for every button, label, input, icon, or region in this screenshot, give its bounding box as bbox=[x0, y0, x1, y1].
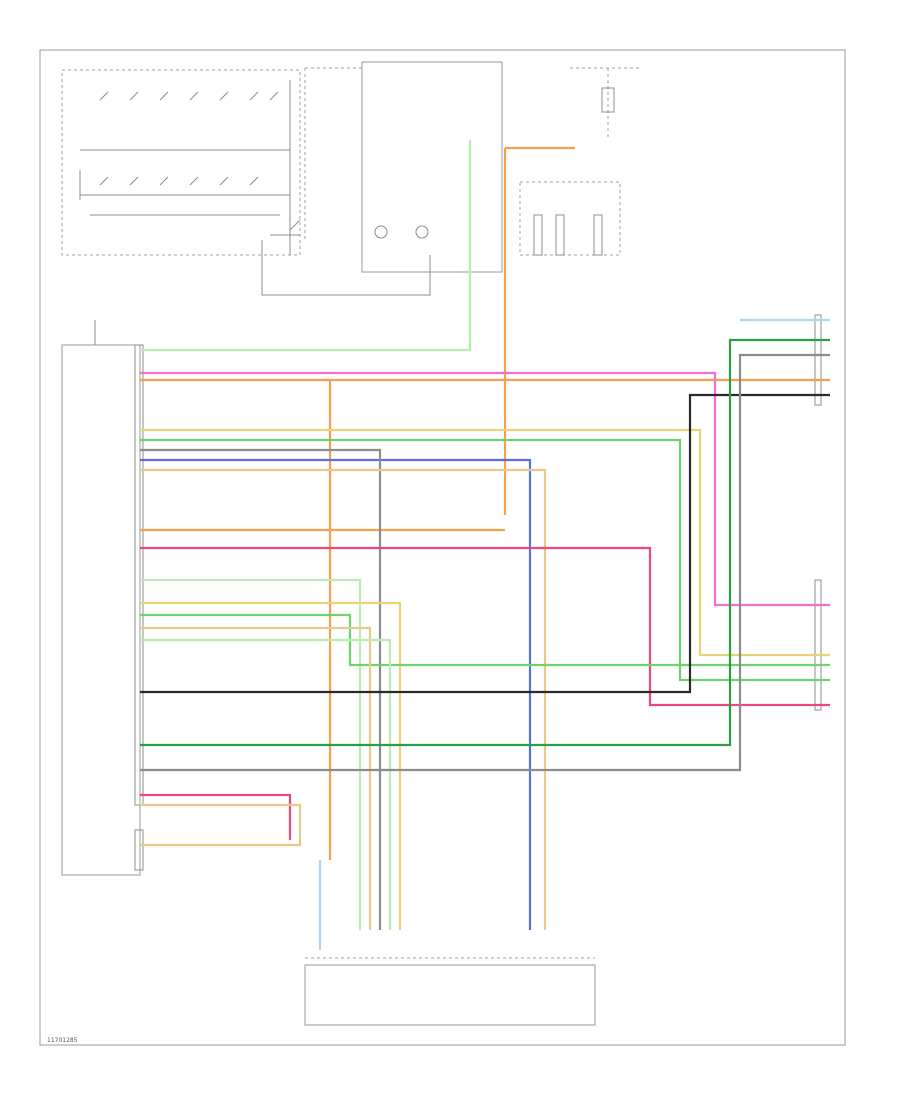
wire-tan-2 bbox=[140, 626, 372, 930]
wire-yellow-2 bbox=[140, 601, 402, 930]
wire-tan-1 bbox=[140, 468, 547, 930]
steering-wheel-controls-block bbox=[61, 69, 431, 296]
wire-orange-power bbox=[140, 146, 830, 860]
wire-hot-pink-2 bbox=[140, 793, 292, 840]
wire-green-1 bbox=[140, 438, 830, 682]
wire-tan-3 bbox=[140, 803, 302, 847]
wire-yellow-1 bbox=[140, 428, 830, 657]
wire-gray-2 bbox=[140, 353, 830, 772]
wire-light-green-3 bbox=[140, 638, 392, 930]
wire-harness bbox=[140, 140, 830, 950]
wire-black bbox=[140, 393, 830, 694]
wire-dark-green bbox=[140, 338, 830, 747]
wire-blue bbox=[140, 458, 532, 930]
wire-hot-pink bbox=[140, 546, 830, 707]
wire-light-blue bbox=[318, 318, 830, 950]
right-connector-pins bbox=[814, 314, 822, 711]
data-link-connector bbox=[519, 181, 621, 256]
footer-code: 11701285 bbox=[47, 1037, 78, 1044]
wire-gray-1 bbox=[140, 448, 382, 930]
wire-light-green-1 bbox=[140, 140, 472, 352]
wire-light-green-2 bbox=[140, 578, 362, 930]
radio-module-block bbox=[61, 320, 144, 876]
bottom-connector bbox=[304, 957, 596, 1026]
instrument-panel-block bbox=[304, 61, 503, 273]
diagram-frame bbox=[39, 49, 846, 1046]
fuse-block bbox=[570, 67, 640, 140]
wire-pink bbox=[140, 371, 830, 607]
